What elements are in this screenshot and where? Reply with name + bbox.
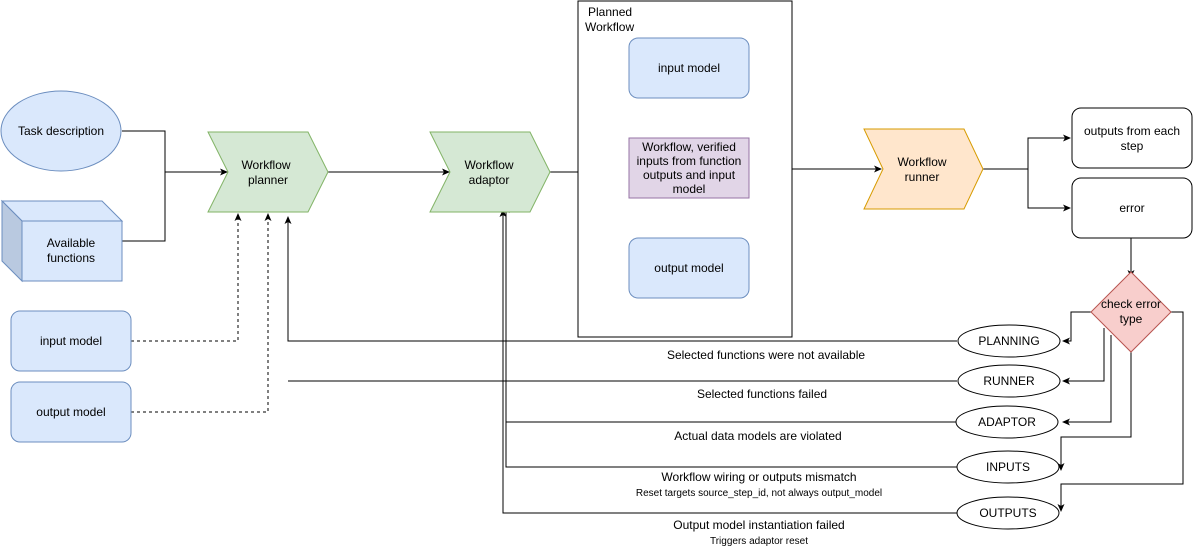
output-model-left-label: output model (36, 405, 105, 419)
workflow-verified-label-3: outputs and input (643, 168, 736, 182)
workflow-planner-label-1: Workflow (241, 158, 290, 172)
input-model-center-node (628, 37, 750, 99)
output-model-center-label: output model (654, 261, 723, 275)
edge-inputs-bracket (122, 130, 166, 242)
edge-planning-feedback (284, 216, 957, 342)
input-model-center-label: input model (658, 61, 720, 75)
task-description-node (0, 90, 122, 172)
workflow-runner-node (863, 128, 984, 210)
workflow-planner-label-2: planner (248, 173, 288, 187)
output-model-left-node (10, 381, 132, 443)
input-model-left-node (10, 310, 132, 372)
edge-check-to-inputs (1057, 352, 1132, 471)
available-functions-node (0, 199, 124, 283)
planned-workflow-title-1: Planned (588, 5, 632, 19)
workflow-planner-node (207, 131, 329, 213)
inputs-edge-label: Workflow wiring or outputs mismatch (661, 470, 856, 484)
runner-label: RUNNER (983, 374, 1035, 388)
workflow-runner-label-1: Workflow (897, 155, 946, 169)
edge-output-model-to-planner (131, 213, 272, 413)
task-description-label: Task description (18, 124, 104, 138)
inputs-node (956, 450, 1060, 484)
workflow-verified-node (628, 137, 750, 199)
workflow-verified-label-4: model (673, 182, 706, 196)
edge-check-to-outputs (1057, 311, 1184, 512)
edge-outputs-feedback (499, 209, 957, 514)
workflow-adaptor-label-1: Workflow (464, 158, 513, 172)
adaptor-label: ADAPTOR (978, 415, 1036, 429)
inputs-label: INPUTS (986, 460, 1030, 474)
error-node (1071, 177, 1193, 239)
runner-node (957, 364, 1061, 398)
check-error-type-label-2: type (1120, 312, 1143, 326)
workflow-verified-label-1: Workflow, verified (642, 140, 736, 154)
runner-edge-label: Selected functions failed (697, 387, 827, 401)
outputs-label: OUTPUTS (979, 506, 1036, 520)
edge-check-to-adaptor (1062, 335, 1112, 426)
input-model-left-label: input model (40, 334, 102, 348)
available-functions-label-1: Available (47, 236, 96, 250)
workflow-runner-label-2: runner (905, 170, 940, 184)
outputs-each-step-node (1071, 107, 1193, 169)
planning-edge-label: Selected functions were not available (667, 348, 865, 362)
planning-label: PLANNING (978, 334, 1039, 348)
edge-input-model-to-planner (131, 213, 242, 342)
edge-runner-to-outputs (983, 134, 1071, 170)
planning-node (957, 324, 1061, 358)
check-error-type-node (1090, 271, 1172, 353)
edge-runner-to-error (1027, 169, 1071, 212)
workflow-verified-label-2: inputs from function (637, 154, 742, 168)
check-error-type-label-1: check error (1101, 297, 1161, 311)
inputs-edge-note: Reset targets source_step_id, not always… (636, 488, 882, 499)
error-label: error (1119, 201, 1144, 215)
edge-check-to-planning (1062, 311, 1092, 345)
outputs-each-step-label-2: step (1121, 139, 1144, 153)
workflow-adaptor-label-2: adaptor (469, 173, 510, 187)
adaptor-node (955, 405, 1059, 439)
outputs-edge-label: Output model instantiation failed (673, 518, 844, 532)
output-model-center-node (628, 237, 750, 299)
workflow-adaptor-node (429, 131, 551, 213)
outputs-edge-note: Triggers adaptor reset (710, 536, 808, 547)
outputs-node (956, 496, 1060, 530)
planned-workflow-title-2: Workflow (585, 20, 634, 34)
adaptor-edge-label: Actual data models are violated (674, 429, 841, 443)
outputs-each-step-label-1: outputs from each (1084, 124, 1180, 138)
edge-inputs-feedback (502, 205, 957, 468)
edge-check-to-runner (1062, 328, 1105, 385)
available-functions-label-2: functions (47, 251, 95, 265)
